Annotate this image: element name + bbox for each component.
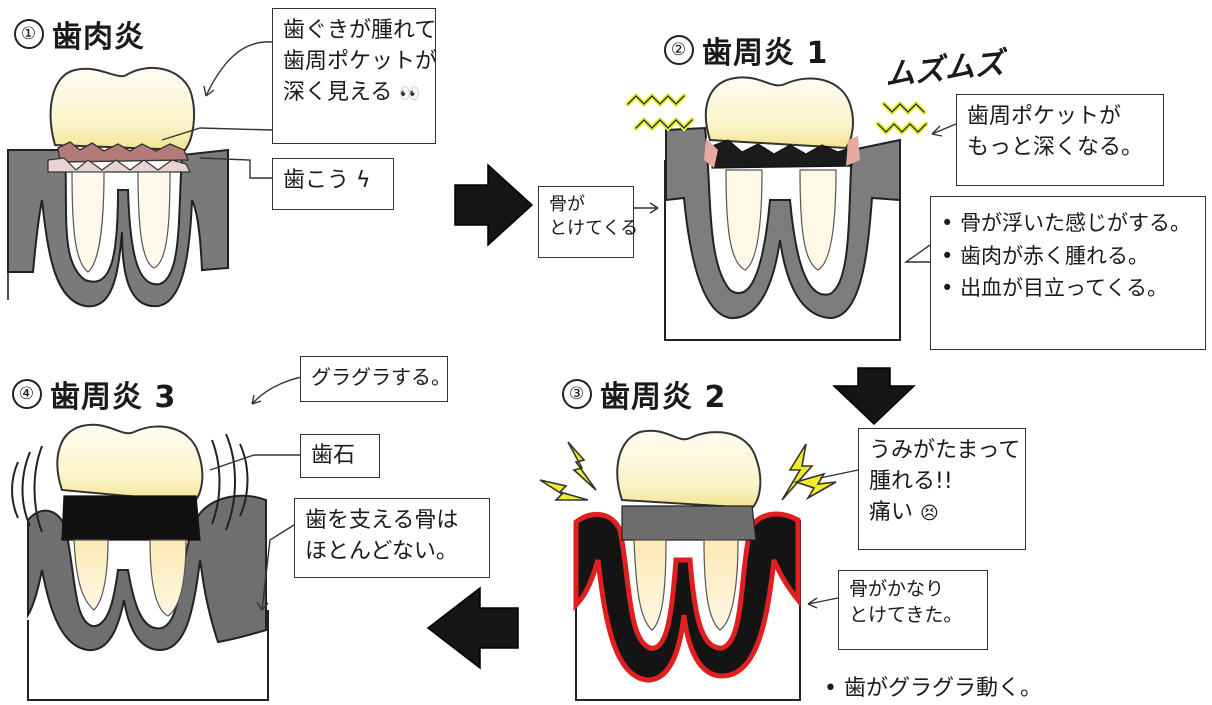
stage3-calculus — [621, 505, 757, 541]
arrow-note-line: とけてくる — [549, 218, 639, 240]
arrow-note-line: 骨が — [549, 194, 585, 215]
stage3-number: ③ — [562, 379, 592, 409]
stage3-root-left — [633, 539, 667, 631]
stage4-wobble-right-3 — [239, 443, 249, 517]
stage4-calculus-note: 歯石 — [300, 434, 380, 478]
stage1-root-right — [137, 171, 171, 269]
stage3-pain-note: うみがたまって 腫れる!! 痛い 😣 — [858, 428, 1026, 550]
stage4-wobble-left-1 — [11, 461, 19, 519]
stage2-symptom-list: • 骨が浮いた感じがする。 • 歯肉が赤く腫れる。 • 出血が目立ってくる。 — [930, 196, 1206, 350]
stage4-tooth — [11, 423, 269, 701]
stage1-bone — [7, 148, 229, 308]
stage4-frame — [27, 610, 269, 701]
stage3-title-text: 歯周炎 2 — [600, 380, 727, 415]
stage1-tartar-note: 歯こう ϟ — [272, 158, 394, 210]
stage4-root-right — [149, 539, 187, 617]
stage3-note-line: うみがたまって — [869, 438, 1021, 463]
arrow-right-1-to-2 — [454, 163, 534, 247]
stage2-pocket-line: 歯周ポケットが — [967, 104, 1122, 129]
stage2-pocket-note: 歯周ポケットが もっと深くなる。 — [956, 94, 1164, 186]
pained-face-icon: 😣 — [920, 503, 939, 525]
arrow-note: 骨が とけてくる — [538, 186, 639, 258]
stage3-tooth — [573, 429, 801, 701]
stage4-number: ④ — [12, 379, 42, 409]
symptom-item: • 骨が浮いた感じがする。 — [941, 211, 1192, 235]
stage2-root-left — [725, 169, 763, 271]
stage2-root-right — [799, 169, 837, 271]
symptom-text: 骨が浮いた感じがする。 — [960, 211, 1192, 235]
stage2-tooth — [664, 76, 901, 341]
symptom-item: • 出血が目立ってくる。 — [941, 276, 1168, 301]
stage4-wobble-right-2 — [225, 433, 236, 531]
arrow-left-3-to-4 — [426, 586, 519, 670]
stage1-note-line-text: 深く見える — [283, 80, 393, 106]
stage1-note-line: 歯ぐきが腫れて — [283, 18, 437, 43]
stage3-note-line: 腫れる!! — [869, 469, 953, 495]
stage3-bone-note: 骨がかなり とけてきた。 — [838, 570, 988, 650]
stage4-bone — [27, 494, 267, 652]
stage1-note-line: 深く見える 👀 — [283, 77, 425, 108]
stage1-crown — [49, 66, 196, 152]
stage1-tartar-label: 歯こう — [283, 168, 350, 193]
stage1-note-line: 歯周ポケットが — [283, 49, 438, 75]
stage3-note-line: 痛い 😣 — [869, 497, 1015, 528]
stage4-bone-note: 歯を支える骨は ほとんどない。 — [294, 498, 490, 578]
stage4-wobble-left-2 — [21, 451, 31, 527]
stage1-title: ① 歯肉炎 — [14, 12, 145, 56]
stage4-bone-line: 歯を支える骨は — [305, 508, 459, 533]
stage4-wobble-right-1 — [211, 439, 221, 525]
stage3-pain-bolts — [539, 441, 837, 501]
stage4-bone-line: ほとんどない。 — [305, 539, 458, 565]
stage2-title-text: 歯周炎 1 — [702, 36, 829, 71]
stage2-crown — [704, 76, 854, 150]
symptom-text: 出血が目立ってくる。 — [960, 276, 1168, 301]
stage4-calculus — [61, 495, 201, 541]
stage3-bone-line: とけてきた。 — [849, 603, 963, 626]
stage2-number: ② — [664, 35, 694, 65]
stage3-frame — [575, 520, 801, 701]
stage4-wobble-note: グラグラする。 — [300, 356, 451, 402]
stage3-note-line-text: 痛い — [869, 500, 914, 526]
arrow-down-2-to-3 — [832, 367, 916, 426]
stage1-tooth — [7, 66, 229, 308]
stage4-root-left — [73, 539, 109, 611]
stage1-number: ① — [14, 19, 44, 49]
stage3-symptom-text: 歯がグラグラ動く。 — [843, 676, 1042, 701]
stage2-pocket — [711, 139, 853, 169]
stage1-root-left — [71, 171, 105, 273]
stage2-frame — [664, 160, 901, 341]
stage4-title: ④ 歯周炎 3 — [12, 372, 176, 416]
stage1-gum — [47, 157, 191, 173]
stage4-wobble-left-3 — [33, 445, 43, 533]
stage4-crown — [56, 423, 204, 504]
stage2-itch-marks — [625, 92, 929, 136]
stage1-title-text: 歯肉炎 — [52, 20, 145, 55]
stage2-gum-left — [704, 138, 718, 168]
symptom-text: 歯肉が赤く腫れる。 — [960, 243, 1150, 268]
stage2-title: ② 歯周炎 1 — [664, 28, 828, 72]
stage3-bone — [573, 511, 801, 683]
surprised-eyes-icon: 👀 — [399, 84, 421, 105]
stage3-root-right — [703, 539, 739, 631]
stage3-bone-line: 骨がかなり — [849, 578, 945, 600]
stage1-notes: 歯ぐきが腫れて 歯周ポケットが 深く見える 👀 — [272, 8, 438, 144]
stage2-pocket-line: もっと深くなる。 — [967, 135, 1144, 161]
stage2-gum-right — [846, 136, 860, 166]
stage1-tartar — [57, 141, 190, 163]
stage4-title-text: 歯周炎 3 — [50, 380, 177, 415]
symptom-item: • 歯肉が赤く腫れる。 — [941, 243, 1150, 268]
stage3-crown — [616, 429, 762, 510]
stage3-title: ③ 歯周炎 2 — [562, 372, 726, 416]
stage3-symptom: • 歯がグラグラ動く。 — [824, 676, 1042, 701]
zigzag-icon: ϟ — [356, 168, 371, 193]
